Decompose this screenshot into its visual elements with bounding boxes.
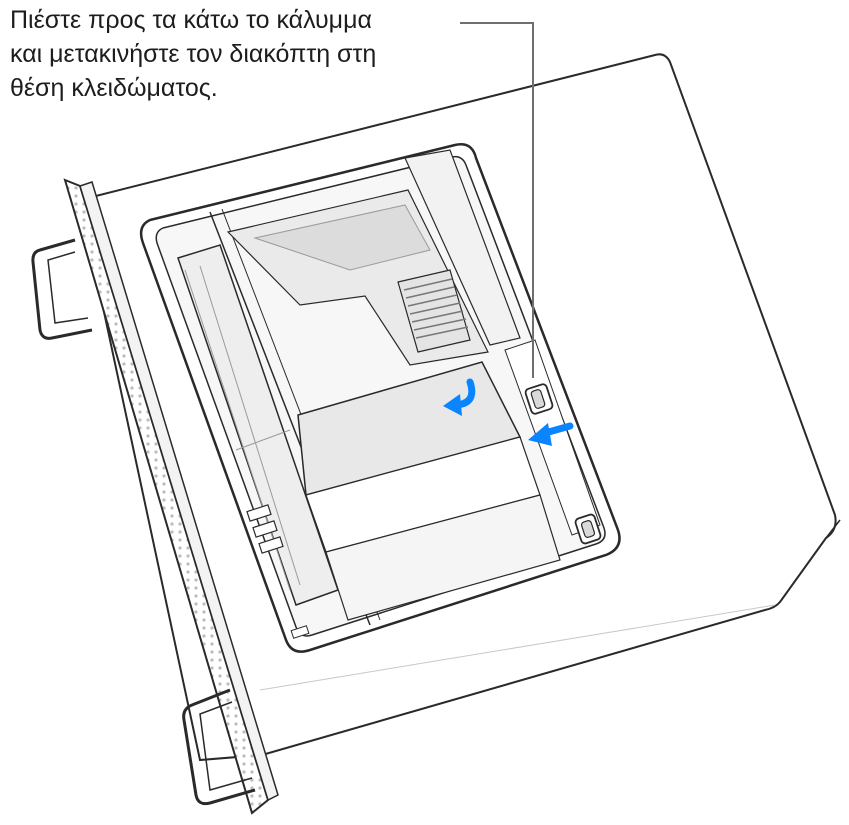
lower-latch xyxy=(574,513,602,545)
lock-switch xyxy=(524,383,554,415)
internal-bay xyxy=(139,143,621,653)
module-vent xyxy=(397,269,471,353)
callout-instruction-text: Πιέστε προς τα κάτω το κάλυμμα και μετακ… xyxy=(10,6,377,102)
push-down-arrow-icon xyxy=(443,378,476,416)
rack-handle-bottom xyxy=(182,688,256,806)
front-grille xyxy=(63,178,279,815)
slide-lock-arrow-icon xyxy=(528,422,574,446)
side-clips xyxy=(246,504,310,639)
callout-leader-line xyxy=(460,22,534,378)
rack-handle-top xyxy=(31,238,93,340)
